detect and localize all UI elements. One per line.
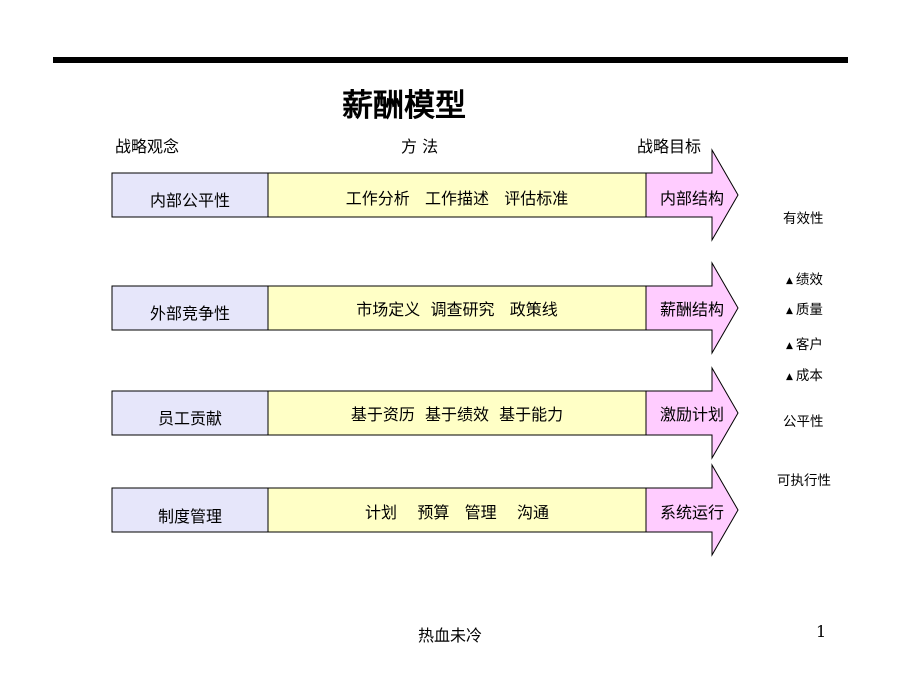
model-row-system-management: 制度管理 计划 预算 管理 沟通 系统运行 <box>111 463 752 557</box>
side-item-quality: ▲质量 <box>786 298 823 318</box>
method-box <box>267 390 647 436</box>
concept-label: 员工贡献 <box>157 409 222 428</box>
concept-label: 外部竞争性 <box>149 304 230 323</box>
side-fairness: 公平性 <box>783 414 824 430</box>
side-item-label: 成本 <box>795 368 823 384</box>
arrow-shape <box>111 463 739 557</box>
method-label: 计划 预算 管理 沟通 <box>365 503 549 522</box>
side-item-label: 客户 <box>795 337 823 353</box>
arrow-head <box>645 463 739 557</box>
method-label: 基于资历 基于绩效 基于能力 <box>350 405 564 424</box>
page-number: 1 <box>816 622 827 641</box>
top-rule <box>53 57 848 63</box>
triangle-bullet-icon: ▲ <box>786 372 793 382</box>
method-label: 工作分析 工作描述 评估标准 <box>345 189 569 208</box>
goal-label: 薪酬结构 <box>659 300 724 319</box>
side-item-label: 质量 <box>795 302 823 318</box>
triangle-bullet-icon: ▲ <box>786 276 793 286</box>
concept-box <box>111 390 269 436</box>
arrow-head <box>645 148 739 242</box>
concept-box <box>111 172 269 218</box>
arrow-head <box>645 261 739 355</box>
arrow-shape <box>111 366 739 460</box>
arrow-head <box>645 366 739 460</box>
method-label: 市场定义 调查研究 政策线 <box>356 300 558 319</box>
method-box <box>267 285 647 331</box>
footer-text: 热血未冷 <box>417 626 482 645</box>
page-title: 薪酬模型 <box>342 88 466 124</box>
model-row-internal-fairness: 内部公平性 工作分析 工作描述 评估标准 内部结构 <box>111 148 752 242</box>
side-item-cost: ▲成本 <box>786 364 823 384</box>
header-strategy-concept: 战略观念 <box>115 137 180 156</box>
goal-label: 内部结构 <box>659 189 724 208</box>
model-row-external-competitiveness: 外部竞争性 市场定义 调查研究 政策线 薪酬结构 <box>111 261 752 355</box>
side-item-performance: ▲绩效 <box>786 268 823 288</box>
side-feasibility: 可执行性 <box>777 473 831 489</box>
method-box <box>267 172 647 218</box>
model-row-employee-contribution: 员工贡献 基于资历 基于绩效 基于能力 激励计划 <box>111 366 752 460</box>
goal-label: 系统运行 <box>659 503 724 522</box>
side-item-label: 绩效 <box>795 272 823 288</box>
side-effectiveness: 有效性 <box>783 211 824 227</box>
triangle-bullet-icon: ▲ <box>786 306 793 316</box>
goal-label: 激励计划 <box>659 405 724 424</box>
concept-label: 制度管理 <box>157 507 222 526</box>
arrow-shape <box>111 261 739 355</box>
side-item-customer: ▲客户 <box>786 333 823 353</box>
arrow-shape <box>111 148 739 242</box>
concept-box <box>111 285 269 331</box>
concept-box <box>111 487 269 533</box>
header-strategy-goal: 战略目标 <box>637 137 702 156</box>
triangle-bullet-icon: ▲ <box>786 341 793 351</box>
concept-label: 内部公平性 <box>149 191 230 210</box>
method-box <box>267 487 647 533</box>
header-method: 方 法 <box>401 137 439 156</box>
